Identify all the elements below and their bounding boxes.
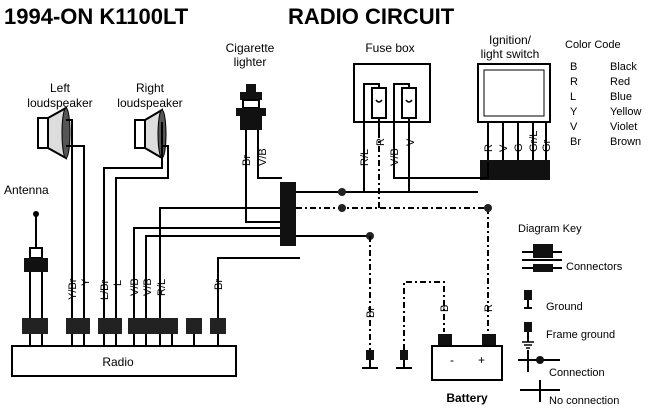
color-code-item: B bbox=[570, 61, 577, 73]
antenna-label: Antenna bbox=[4, 183, 49, 197]
wire-right-speaker-b bbox=[115, 145, 169, 318]
right-speaker-label-1: Right bbox=[136, 81, 165, 95]
cigarette-lighter-icon bbox=[236, 84, 266, 130]
frame-ground-key-icon bbox=[522, 322, 534, 349]
wire-radio-br bbox=[217, 257, 300, 318]
diagram-circuit-title: RADIO CIRCUIT bbox=[288, 4, 455, 29]
ignition-label-1: Ignition/ bbox=[489, 33, 532, 47]
connection-dot bbox=[338, 204, 346, 212]
key-label-ground: Ground bbox=[546, 301, 583, 313]
cig-lighter-label-2: lighter bbox=[234, 55, 267, 69]
no-connection-key-icon bbox=[520, 380, 560, 402]
color-code-item: Black bbox=[610, 61, 637, 73]
fuse-wire-label: R bbox=[375, 138, 387, 146]
battery-positive-sign: + bbox=[478, 353, 485, 367]
wire-left-speaker-a bbox=[66, 119, 73, 318]
color-code-item: Y bbox=[570, 106, 578, 118]
color-code-item: Blue bbox=[610, 91, 632, 103]
ignition-light-switch bbox=[477, 63, 551, 180]
color-code-item: Red bbox=[610, 76, 630, 88]
diagram-model-title: 1994-ON K1100LT bbox=[4, 4, 189, 29]
central-connector bbox=[280, 182, 296, 246]
radio-label: Radio bbox=[102, 355, 134, 369]
wire-radio-vb-1 bbox=[133, 227, 282, 318]
cig-lighter-label-1: Cigarette bbox=[226, 41, 275, 55]
left-speaker-label-1: Left bbox=[50, 81, 71, 95]
battery-icon bbox=[431, 334, 503, 381]
ignition-wire-label: V bbox=[498, 144, 510, 152]
ignition-wire-label: Gr bbox=[541, 139, 553, 152]
key-label-connectors: Connectors bbox=[566, 261, 623, 273]
color-code-item: Yellow bbox=[610, 106, 641, 118]
color-code-item: Br bbox=[570, 136, 581, 148]
lighter-wire-label-vb: V/B bbox=[257, 148, 269, 166]
antenna-icon bbox=[24, 211, 48, 318]
ignition-label-2: light switch bbox=[481, 47, 540, 61]
left-loudspeaker-icon bbox=[37, 106, 71, 160]
diagram-key-title: Diagram Key bbox=[518, 223, 582, 235]
fuse-box bbox=[353, 63, 431, 132]
color-code-title: Color Code bbox=[565, 39, 621, 51]
wire-lighter-br bbox=[245, 130, 282, 223]
color-code-item: V bbox=[570, 121, 578, 133]
wire-label: L bbox=[112, 280, 124, 286]
wire-label: V/B bbox=[142, 278, 154, 296]
ground-wire-label: Br bbox=[365, 307, 377, 318]
ignition-wire-label: R bbox=[483, 144, 495, 152]
fuse-box-label: Fuse box bbox=[365, 41, 414, 55]
ignition-wire-label: Gr/L bbox=[528, 131, 540, 152]
ground-key-icon bbox=[524, 290, 532, 309]
left-speaker-label-2: loudspeaker bbox=[27, 96, 92, 110]
radio-connectors bbox=[22, 318, 226, 346]
color-code-list: B Black R Red L Blue Y Yellow V Violet B… bbox=[570, 61, 641, 148]
color-code-item: Violet bbox=[610, 121, 637, 133]
ignition-wire-label: G bbox=[513, 143, 525, 152]
battery-wire-label-b: B bbox=[439, 305, 451, 312]
wire-radio-rl bbox=[159, 207, 282, 318]
right-speaker-label-2: loudspeaker bbox=[117, 96, 182, 110]
fuse-wire-label: V bbox=[405, 138, 417, 146]
key-label-connection: Connection bbox=[549, 367, 605, 379]
ground-icon bbox=[396, 350, 412, 369]
radio-unit bbox=[11, 345, 237, 377]
connection-dot bbox=[338, 188, 346, 196]
wire-battery-b-dash bbox=[403, 281, 445, 350]
battery-negative-sign: - bbox=[450, 353, 454, 367]
ground-icon bbox=[362, 350, 378, 369]
key-label-frame-ground: Frame ground bbox=[546, 329, 615, 341]
color-code-item: R bbox=[570, 76, 578, 88]
wire-left-speaker-b bbox=[66, 145, 85, 318]
wire-label: L/Br bbox=[99, 279, 111, 300]
connectors-key-icon bbox=[522, 244, 562, 272]
connection-key-icon bbox=[518, 350, 560, 372]
wire-label: R/L bbox=[156, 279, 168, 296]
wire-radio-vb-2 bbox=[145, 235, 370, 318]
battery-wire-label-r: R bbox=[483, 304, 495, 312]
wire-fuse-vb bbox=[393, 132, 489, 179]
connection-dot bbox=[484, 204, 492, 212]
wire-label: Y/Br bbox=[67, 278, 79, 300]
color-code-item: L bbox=[570, 91, 576, 103]
wire-label: Y bbox=[80, 278, 92, 286]
wire-lighter-vb bbox=[257, 130, 282, 179]
battery-label: Battery bbox=[446, 391, 488, 405]
key-label-no-connection: No connection bbox=[549, 395, 619, 407]
color-code-item: Brown bbox=[610, 136, 641, 148]
